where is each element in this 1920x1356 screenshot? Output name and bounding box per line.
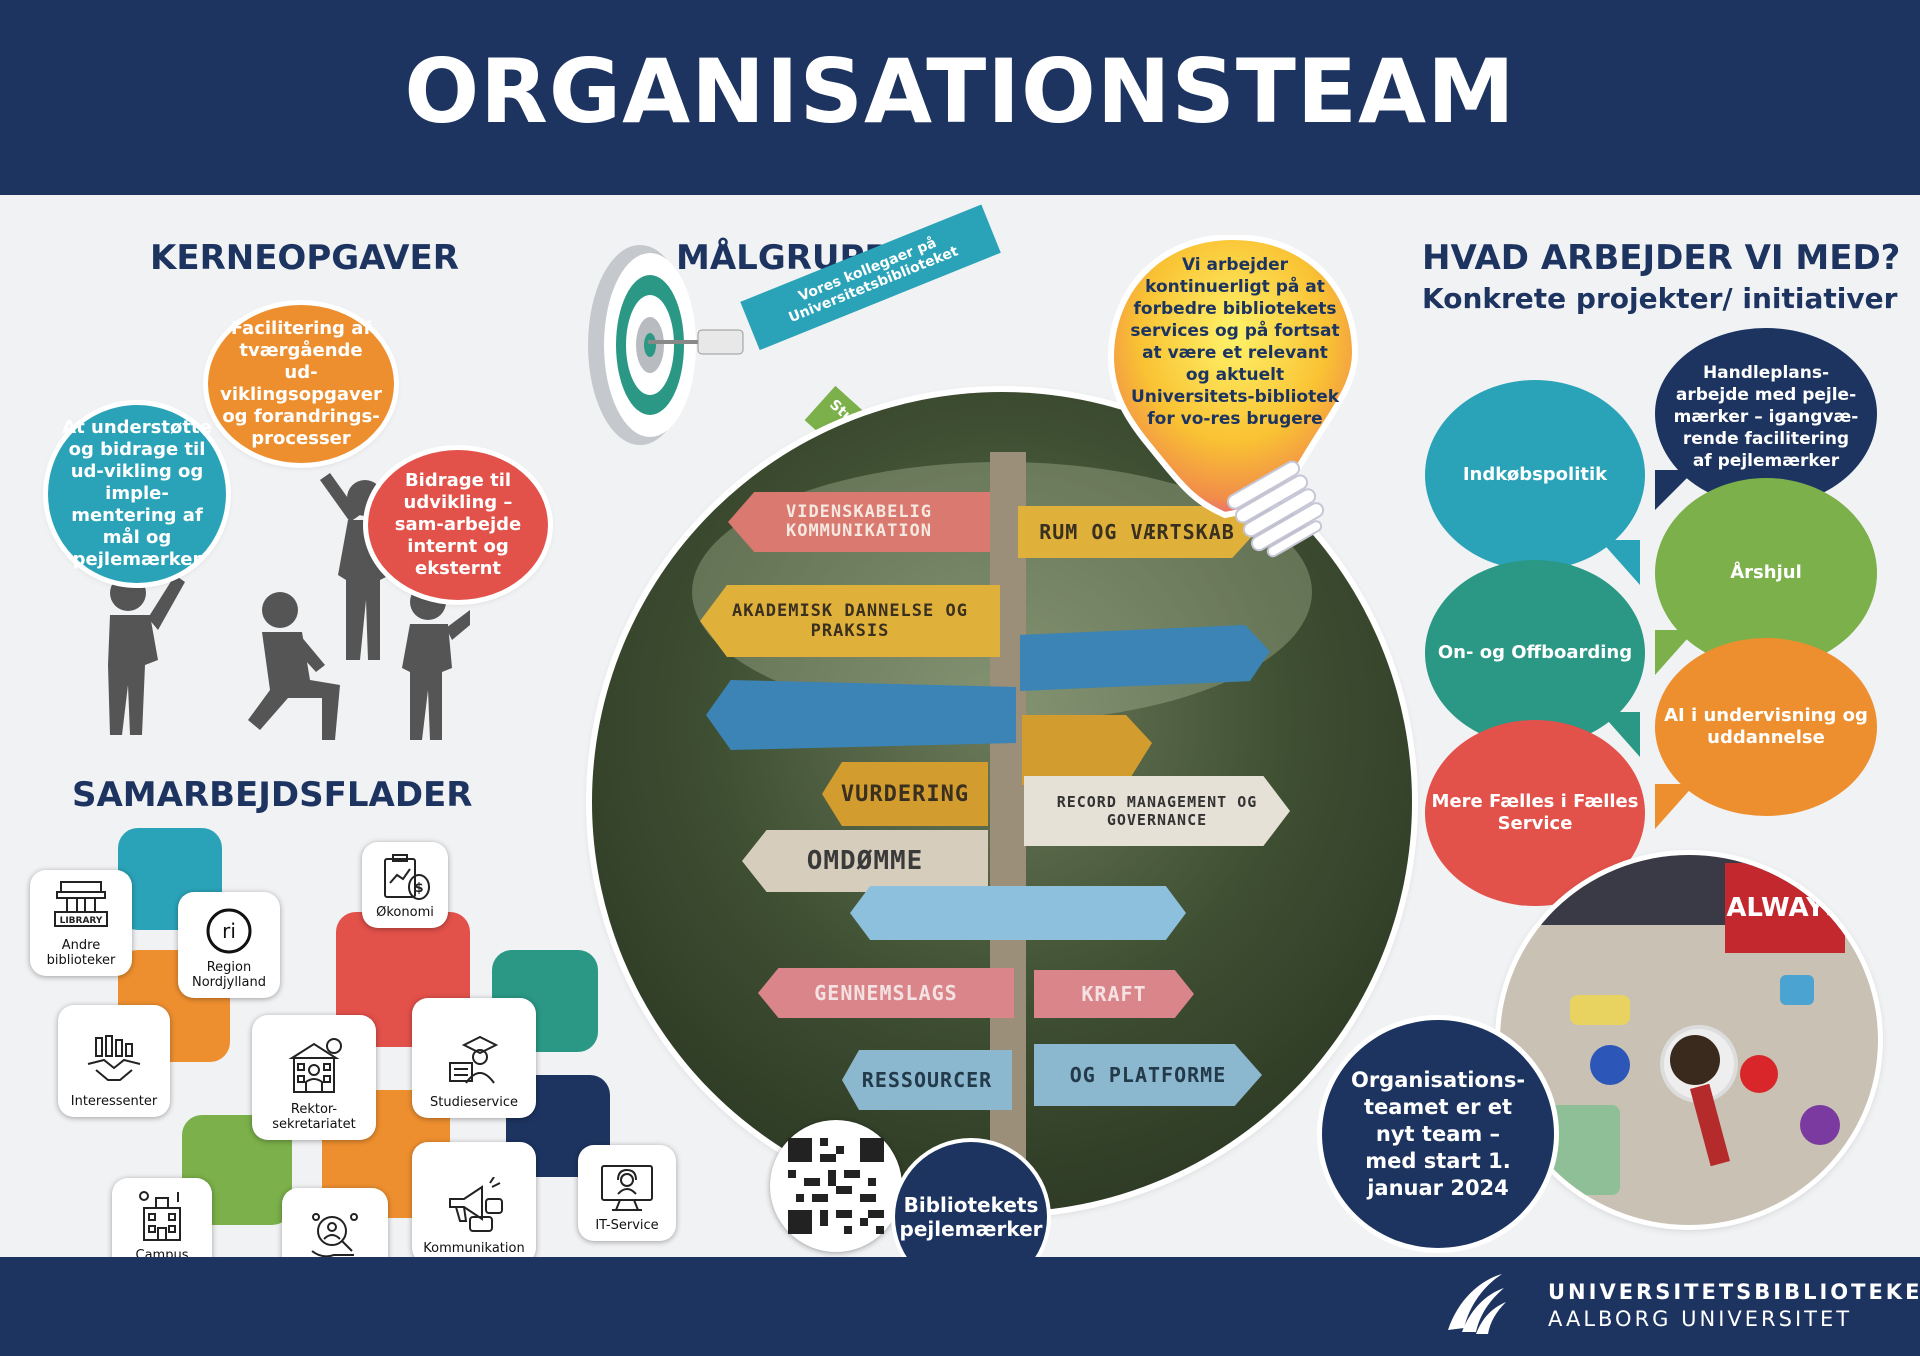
header-bar: [0, 0, 1920, 195]
sign-rum: RUM OG VÆRTSKAB: [1018, 506, 1256, 558]
samarbejdsflader-heading: SAMARBEJDSFLADER: [72, 775, 473, 815]
card-label: Region Nordjylland: [191, 960, 267, 990]
sign-og-platforme: OG PLATFORME: [1034, 1044, 1262, 1106]
computer-support-icon: [601, 1165, 653, 1211]
megaphone-icon: [449, 1177, 503, 1232]
campus-icon: [139, 1191, 181, 1241]
handshake-icon: [87, 1035, 141, 1081]
sign-akademisk: AKADEMISK DANNELSE OG PRAKSIS: [700, 585, 1000, 657]
people-figures-illustration: [108, 473, 470, 740]
card-it-service: IT-Service: [578, 1145, 676, 1241]
sign-blue-right-blank: [1020, 625, 1270, 691]
card-kommunikation: Kommunikation: [412, 1142, 536, 1264]
region-logo-text: ri: [222, 919, 236, 943]
kerneopgave-bubble-understoette: At understøtte og bidrage til ud-vikling…: [48, 405, 226, 583]
svg-text:$: $: [414, 881, 423, 896]
sign-ressourcer: RESSOURCER: [842, 1050, 1012, 1110]
region-logo-icon: ri: [206, 908, 252, 954]
kerneopgaver-heading: KERNEOPGAVER: [150, 238, 459, 278]
card-studieservice: Studieservice: [412, 998, 536, 1118]
qr-code-icon: [788, 1138, 884, 1234]
card-label: Økonomi: [376, 905, 434, 920]
aau-logo-icon: [1448, 1274, 1506, 1334]
hvad-subheading: Konkrete projekter/ initiativer: [1422, 282, 1898, 315]
card-label: Rektor-sekretariatet: [272, 1102, 356, 1132]
people-search-icon: [311, 1213, 358, 1258]
kerneopgave-bubble-facilitering: Facilitering af tværgående ud-viklingsop…: [208, 305, 394, 463]
footer-line2: AALBORG UNIVERSITET: [1548, 1307, 1853, 1331]
sign-omdoemme: OMDØMME: [742, 830, 988, 892]
sign-vurdering: VURDERING: [822, 762, 988, 826]
start-note-circle: Organisations-teamet er et nyt team – me…: [1322, 1020, 1554, 1248]
sandbox-photo: ALWAYS: [1500, 855, 1878, 1225]
kerneopgave-bubble-bidrage: Bidrage til udvikling – sam-arbejde inte…: [368, 450, 548, 600]
card-label: Interessenter: [70, 1094, 158, 1109]
card-region-nordjylland: ri Region Nordjylland: [178, 892, 280, 998]
library-icon: LIBRARY: [54, 881, 108, 927]
library-sign-text: LIBRARY: [60, 916, 103, 926]
hvad-heading: HVAD ARBEJDER VI MED?: [1422, 238, 1901, 278]
page-title: ORGANISATIONSTEAM: [404, 40, 1516, 143]
sign-lightblue-blank: [850, 886, 1186, 940]
card-label: IT-Service: [595, 1218, 659, 1233]
card-label: Kommunikation: [423, 1241, 525, 1256]
always-sign: ALWAYS: [1725, 863, 1845, 953]
building-icon: [288, 1038, 342, 1093]
finance-icon: $: [384, 854, 430, 900]
card-andre-biblioteker: LIBRARY Andre biblioteker: [30, 870, 132, 976]
footer-line1: UNIVERSITETSBIBLIOTEKET: [1548, 1280, 1920, 1304]
card-oekonomi: $ Økonomi: [362, 842, 448, 928]
lightbulb-text: Vi arbejder kontinuerligt på at forbedre…: [1130, 255, 1340, 429]
sign-blue-left-blank: [706, 680, 1016, 750]
sign-videnskabelig: VIDENSKABELIG KOMMUNIKATION: [728, 492, 990, 552]
lightbulb-icon: [1107, 235, 1359, 558]
sign-gennemslags: GENNEMSLAGS: [758, 968, 1014, 1018]
dart-arrow-icon: [648, 329, 744, 355]
speech-tail: [1600, 540, 1640, 585]
qr-code-circle[interactable]: [770, 1120, 902, 1252]
initiative-indkoebspolitik: Indkøbspolitik: [1425, 380, 1645, 570]
sign-kraft: KRAFT: [1034, 970, 1194, 1018]
card-label: Andre biblioteker: [46, 938, 116, 968]
footer-bar: [0, 1257, 1920, 1356]
card-interessenter: Interessenter: [58, 1005, 170, 1117]
target-icon: [588, 245, 696, 445]
student-icon: [449, 1035, 499, 1084]
sign-record-management: RECORD MANAGEMENT OG GOVERNANCE: [1024, 776, 1290, 846]
sign-yellow-short-blank: [1022, 715, 1152, 785]
speech-tail: [1655, 784, 1695, 829]
card-label: Studieservice: [429, 1095, 519, 1110]
card-rektorsekretariatet: Rektor-sekretariatet: [252, 1015, 376, 1140]
